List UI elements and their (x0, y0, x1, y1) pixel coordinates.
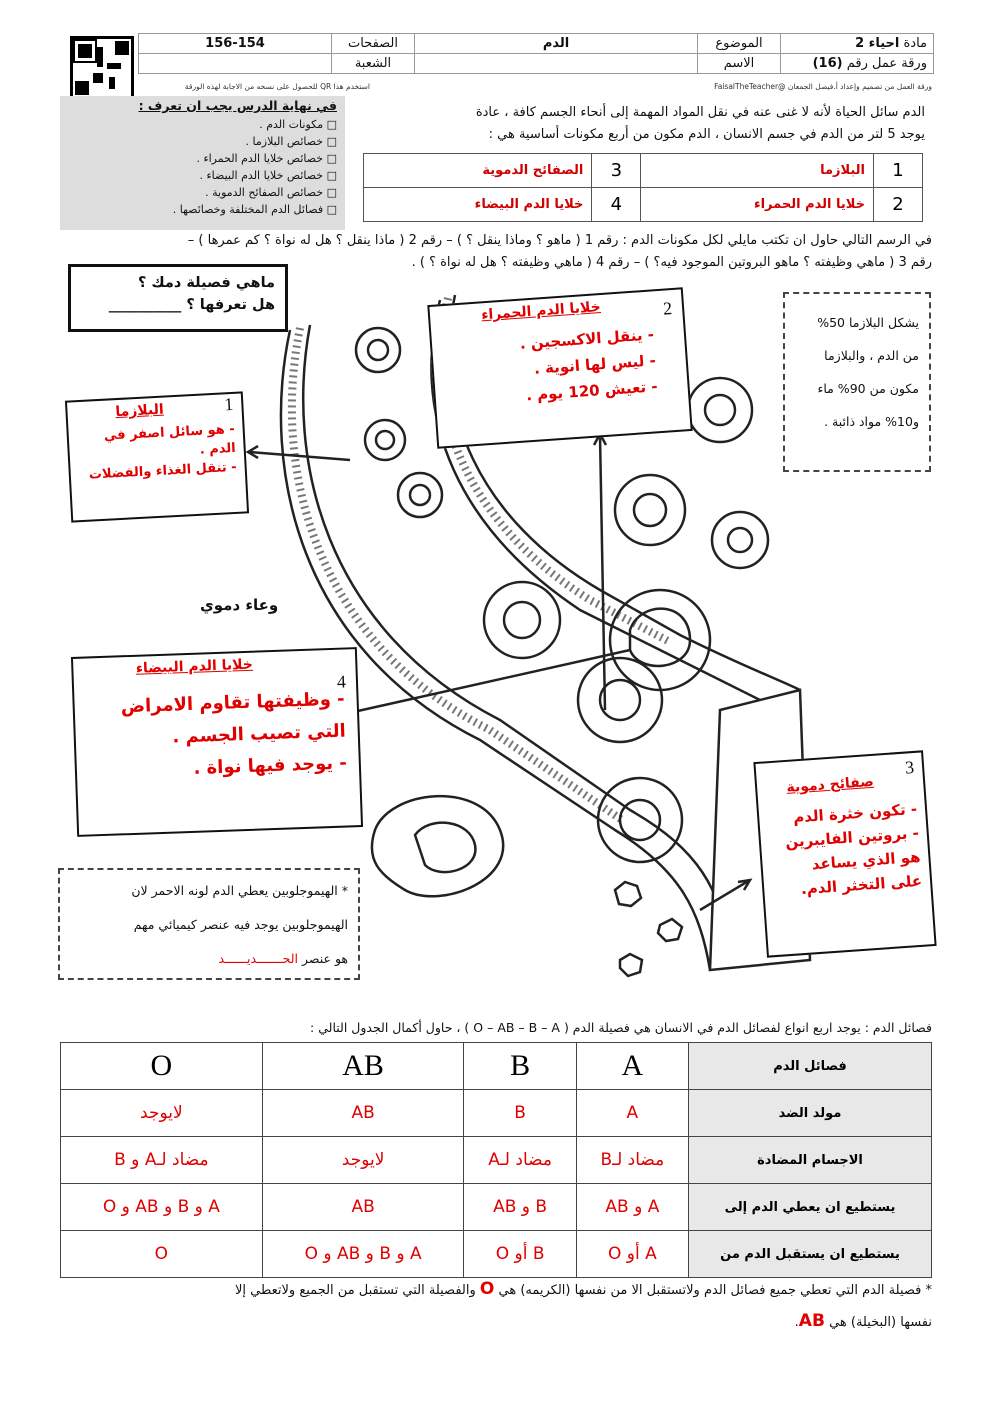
plasma-answer: - هو سائل اصفر في الدم . - تنقل الغذاء و… (76, 420, 237, 485)
plasma-note: يشكل البلازما 50% من الدم ، والبلازما مك… (783, 292, 931, 472)
table-cell[interactable]: A و AB (576, 1184, 688, 1231)
qr-code[interactable] (70, 36, 134, 100)
name-field[interactable] (415, 54, 698, 74)
vessel-label: وعاء دموي (200, 596, 278, 614)
topic-value: الدم (415, 34, 698, 54)
footer-note: * فصيلة الدم التي تعطي جميع فصائل الدم و… (60, 1274, 932, 1338)
table-cell[interactable]: A و B و AB و O (262, 1231, 464, 1278)
table-cell[interactable]: مضاد لـB (576, 1137, 688, 1184)
blood-types-intro: فصائل الدم : يوجد اربع انواع لفصائل الدم… (60, 1020, 932, 1035)
table-cell[interactable]: B أو O (464, 1231, 576, 1278)
subject-cell: مادة احياء 2 (781, 34, 934, 54)
blood-types-table: فصائل الدم A B AB O مولد الضد A B AB لاي… (60, 1042, 932, 1278)
topic-label: الموضوع (698, 34, 781, 54)
objective-item: خصائص الصفائح الدموية . (60, 184, 337, 201)
white-cell-title: خلايا الدم البيضاء (85, 655, 303, 679)
blood-type-header: B (464, 1043, 576, 1090)
table-cell[interactable]: A و B و AB و O (61, 1184, 263, 1231)
component-answer[interactable]: الصفائح الدموية (364, 154, 592, 188)
table-cell[interactable]: لايوجد (61, 1090, 263, 1137)
objective-item: مكونات الدم . (60, 116, 337, 133)
objectives-box: في نهاية الدرس يجب ان تعرف : مكونات الدم… (60, 96, 345, 230)
objectives-title: في نهاية الدرس يجب ان تعرف : (60, 98, 337, 113)
platelets-label-box: 3 صفائح دموية - تكون خثرة الدم - بروتين … (753, 750, 936, 957)
table-cell[interactable]: AB (262, 1184, 464, 1231)
table-cell[interactable]: مضاد لـA (464, 1137, 576, 1184)
row-label: يستطيع ان يستقبل الدم من (689, 1231, 932, 1278)
table-cell[interactable]: B و AB (464, 1184, 576, 1231)
component-answer[interactable]: خلايا الدم الحمراء (641, 188, 874, 222)
qr-note: استخدم هذا QR للحصول على نسخه من الاجابة… (140, 82, 370, 91)
row-label: يستطيع ان يعطي الدم إلى (689, 1184, 932, 1231)
red-cell-answer: - ينقل الاكسجين . - ليس لها انوية . - تع… (441, 321, 658, 414)
component-answer[interactable]: خلايا الدم البيضاء (364, 188, 592, 222)
components-table: 1 البلازما 3 الصفائح الدموية 2 خلايا الد… (363, 153, 923, 222)
table-cell[interactable]: مضاد لـA و B (61, 1137, 263, 1184)
hemoglobin-note: * الهيموجلوبين يعطي الدم لونه الاحمر لان… (58, 868, 360, 980)
table-cell[interactable]: A (576, 1090, 688, 1137)
blood-type-header: AB (262, 1043, 464, 1090)
iron-answer[interactable]: الحـــــــديــــــد (218, 951, 298, 966)
white-cell-answer: - وظيفتها تقاوم الامراض التي تصيب الجسم … (86, 684, 347, 789)
pages-label: الصفحات (332, 34, 415, 54)
row-label: مولد الضد (689, 1090, 932, 1137)
worksheet-header: مادة احياء 2 الموضوع الدم الصفحات 156-15… (138, 33, 934, 74)
table-cell[interactable]: O (61, 1231, 263, 1278)
component-answer[interactable]: البلازما (641, 154, 874, 188)
white-cell-label-box: 4 خلايا الدم البيضاء - وظيفتها تقاوم الا… (71, 647, 363, 837)
section-label: الشعبة (332, 54, 415, 74)
blood-type-question: ماهي فصيلة دمك ؟ هل تعرفها ؟ __________ (68, 264, 288, 332)
objective-item: فصائل الدم المختلفة وخصائصها . (60, 201, 337, 218)
universal-donor-answer[interactable]: O (480, 1279, 494, 1299)
intro-text: الدم سائل الحياة لأنه لا غنى عنه في نقل … (365, 102, 925, 146)
blood-type-header: O (61, 1043, 263, 1090)
blood-types-header-label: فصائل الدم (689, 1043, 932, 1090)
blood-type-header: A (576, 1043, 688, 1090)
objective-item: خصائص البلازما . (60, 133, 337, 150)
table-cell[interactable]: A أو O (576, 1231, 688, 1278)
universal-recipient-answer[interactable]: AB (799, 1311, 825, 1331)
platelets-answer: - تكون خثرة الدم - بروتين الفايبرين هو ا… (767, 797, 923, 903)
plasma-label-box: 1 البلازما - هو سائل اصفر في الدم . - تن… (65, 391, 249, 522)
table-cell[interactable]: B (464, 1090, 576, 1137)
sheet-number: ورقة عمل رقم (16) (781, 54, 934, 74)
credit-text: ورقة العمل من تصميم وإعداد أ.فيصل الجمعا… (602, 82, 932, 91)
red-cell-label-box: 2 خلايا الدم الحمراء - ينقل الاكسجين . -… (427, 287, 692, 449)
objective-item: خصائص خلايا الدم البيضاء . (60, 167, 337, 184)
table-cell[interactable]: لايوجد (262, 1137, 464, 1184)
plasma-title: البلازما (75, 400, 204, 423)
table-cell[interactable]: AB (262, 1090, 464, 1137)
pages-value: 156-154 (139, 34, 332, 54)
row-label: الاجسام المضادة (689, 1137, 932, 1184)
name-label: الاسم (698, 54, 781, 74)
objective-item: خصائص خلايا الدم الحمراء . (60, 150, 337, 167)
platelets-title: صفائح دموية (765, 772, 896, 797)
section-field[interactable] (139, 54, 332, 74)
